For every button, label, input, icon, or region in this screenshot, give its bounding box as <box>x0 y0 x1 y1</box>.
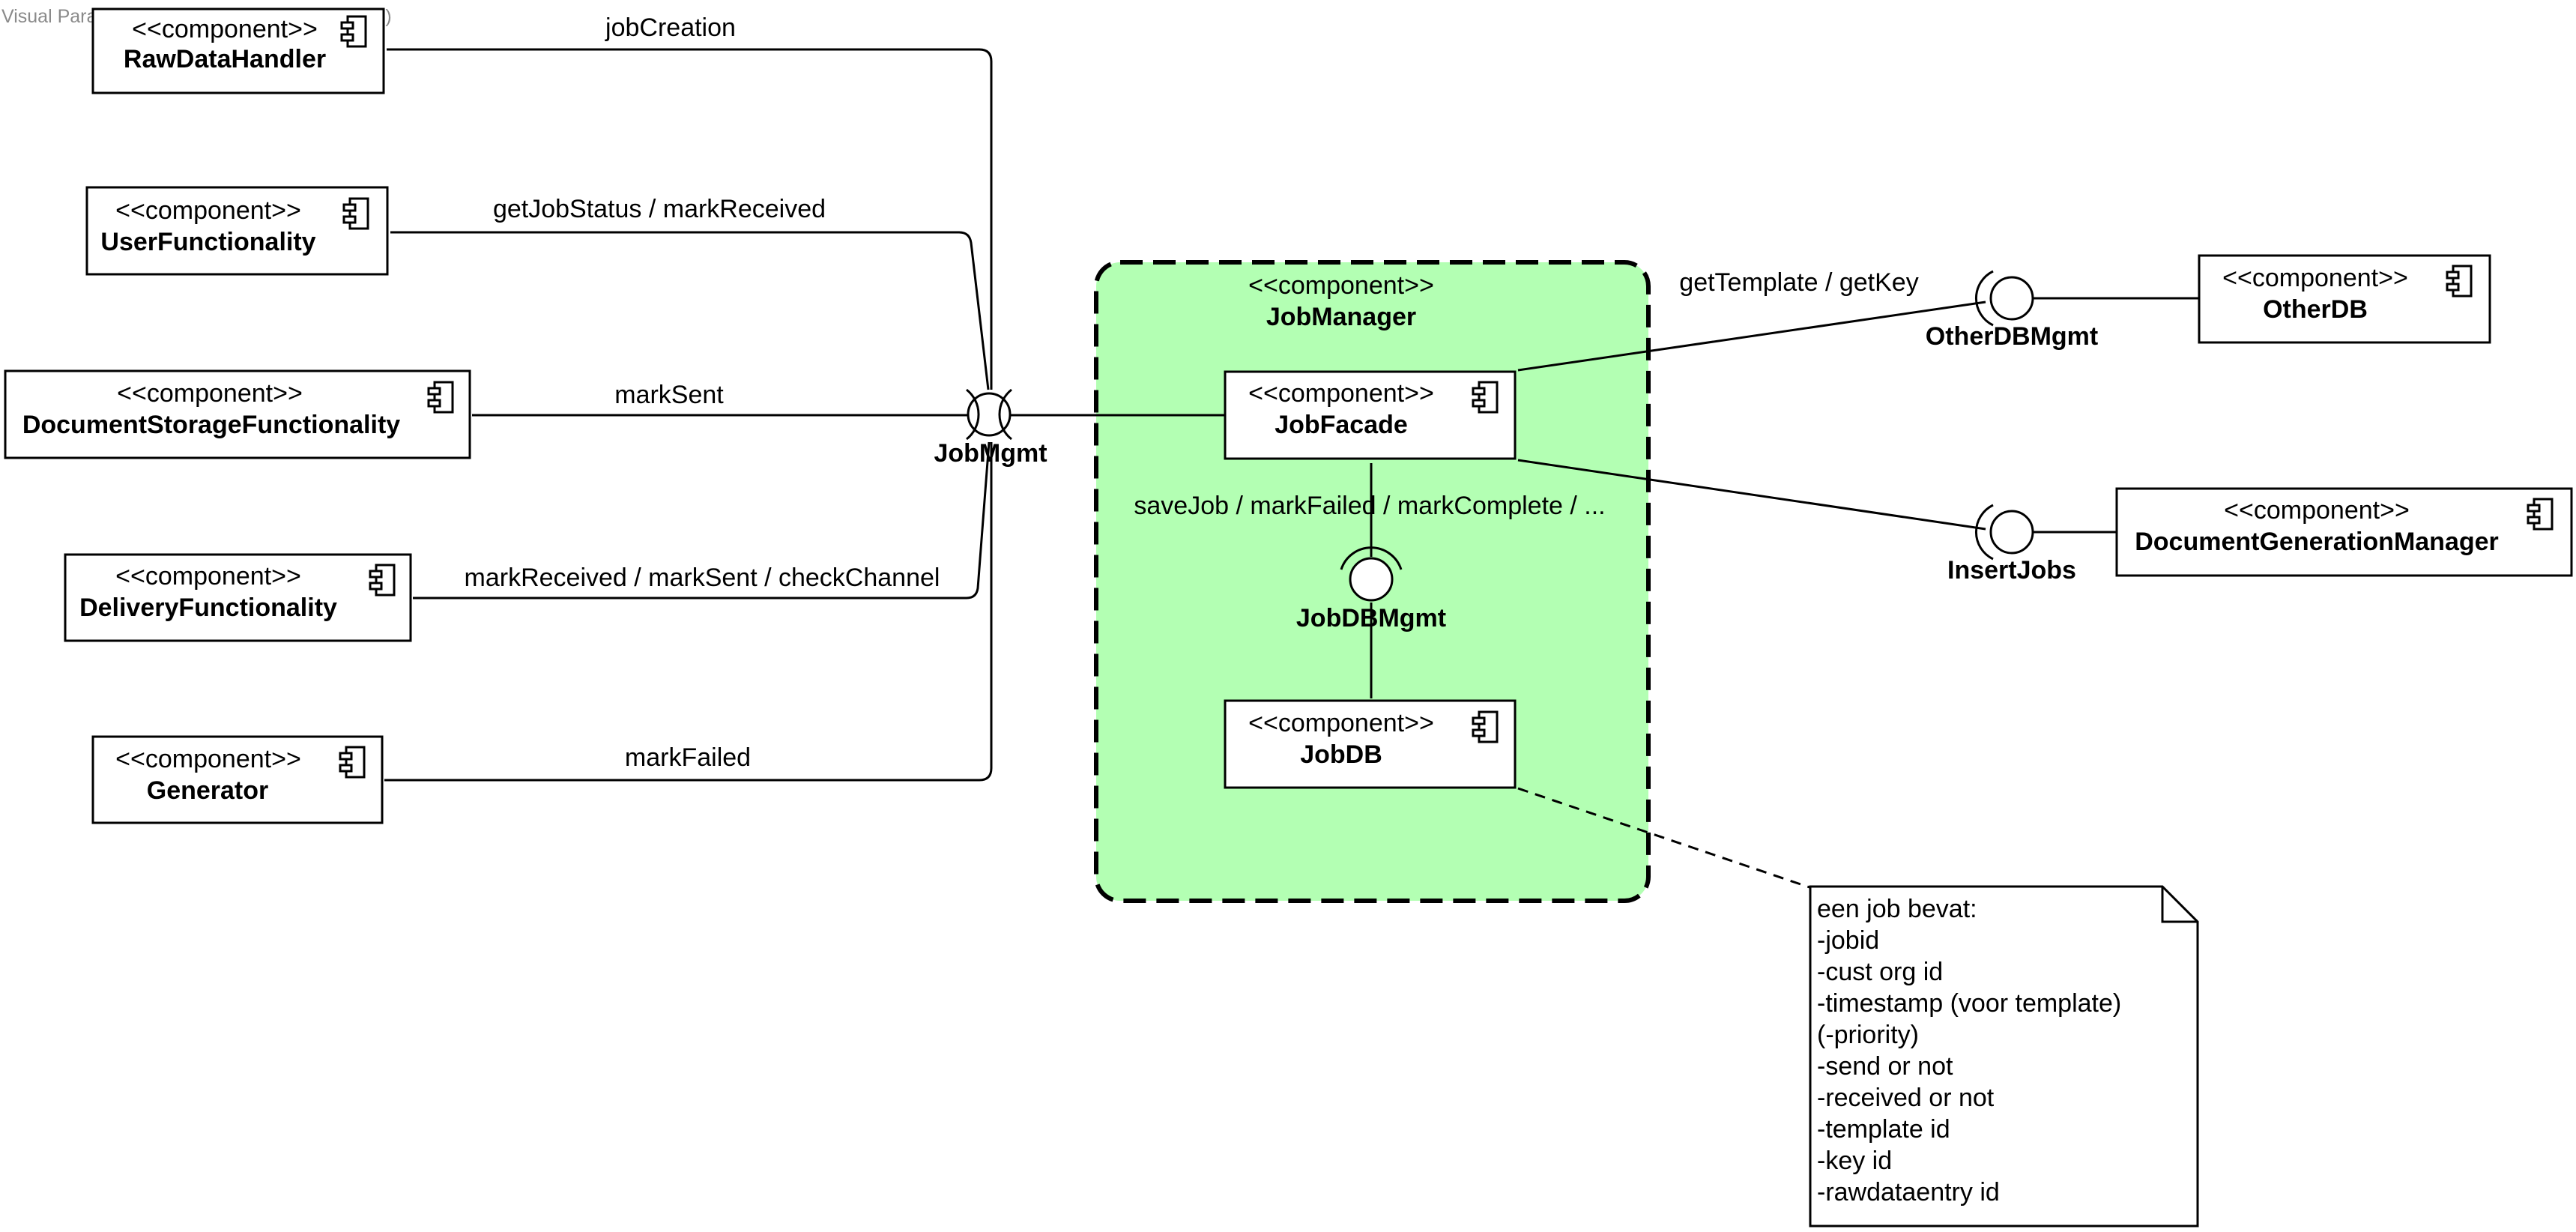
label-mark-received-sent-check: markReceived / markSent / checkChannel <box>465 564 940 592</box>
connector-raw-data-handler <box>387 48 993 390</box>
note-line: een job bevat: <box>1817 895 1977 923</box>
connector-delivery-functionality <box>413 441 991 600</box>
component-stereotype: <<component>> <box>1248 379 1434 408</box>
note[interactable]: een job bevat: -jobid -cust org id -time… <box>1809 885 2199 1228</box>
label-get-job-status: getJobStatus / markReceived <box>493 195 826 223</box>
component-name: DeliveryFunctionality <box>79 594 337 622</box>
note-line: -rawdataentry id <box>1817 1178 2000 1207</box>
component-stereotype: <<component>> <box>2224 496 2410 525</box>
note-line: -send or not <box>1817 1052 1953 1081</box>
interface-otherdbmgmt-label: OtherDBMgmt <box>1926 322 2098 351</box>
note-line: -received or not <box>1817 1084 1995 1112</box>
label-job-creation: jobCreation <box>605 13 736 42</box>
component-name: JobDB <box>1300 740 1382 769</box>
job-manager-name: JobManager <box>1266 303 1416 331</box>
component-stereotype: <<component>> <box>132 15 318 43</box>
component-name: JobFacade <box>1275 411 1408 439</box>
connector-user-functionality <box>390 231 990 390</box>
connector-generator <box>384 442 993 782</box>
component-name: UserFunctionality <box>100 228 315 256</box>
component-delivery-functionality[interactable]: <<component>> DeliveryFunctionality <box>64 553 412 642</box>
note-line: (-priority) <box>1817 1021 1919 1049</box>
interface-jobdbmgmt[interactable]: JobDBMgmt <box>1296 546 1446 632</box>
interface-insertjobs[interactable]: InsertJobs <box>1947 504 2076 585</box>
interface-jobmgmt-label: JobMgmt <box>934 439 1047 468</box>
component-job-db[interactable]: <<component>> JobDB <box>1224 699 1517 789</box>
note-anchor-line <box>1517 787 1810 889</box>
note-line: -cust org id <box>1817 958 1943 986</box>
label-get-template: getTemplate / getKey <box>1679 268 1918 297</box>
component-document-generation-manager[interactable]: <<component>> DocumentGenerationManager <box>2115 487 2573 577</box>
note-line: -timestamp (voor template) <box>1817 989 2121 1018</box>
component-job-facade[interactable]: <<component>> JobFacade <box>1224 370 1517 460</box>
component-stereotype: <<component>> <box>115 745 301 773</box>
component-generator[interactable]: <<component>> Generator <box>91 735 384 824</box>
interface-otherdbmgmt[interactable]: OtherDBMgmt <box>1926 270 2098 351</box>
note-line: -jobid <box>1817 926 1879 955</box>
component-name: DocumentGenerationManager <box>2135 528 2499 556</box>
component-stereotype: <<component>> <box>117 379 303 408</box>
component-document-storage-functionality[interactable]: <<component>> DocumentStorageFunctionali… <box>4 369 471 459</box>
component-raw-data-handler[interactable]: <<component>> RawDataHandler <box>91 7 385 94</box>
component-stereotype: <<component>> <box>1248 709 1434 737</box>
component-stereotype: <<component>> <box>115 196 301 225</box>
connectors <box>384 48 2199 889</box>
label-mark-sent: markSent <box>614 381 724 409</box>
component-stereotype: <<component>> <box>2222 264 2408 292</box>
component-other-db[interactable]: <<component>> OtherDB <box>2198 254 2491 344</box>
component-name: OtherDB <box>2263 295 2368 324</box>
label-mark-failed: markFailed <box>625 743 751 772</box>
job-manager-stereotype: <<component>> <box>1248 271 1434 300</box>
component-name: DocumentStorageFunctionality <box>22 411 400 439</box>
component-name: RawDataHandler <box>124 45 326 73</box>
note-line: -template id <box>1817 1115 1950 1144</box>
connector-job-facade-otherdbmgmt <box>1517 301 1986 372</box>
interface-insertjobs-label: InsertJobs <box>1947 556 2076 585</box>
note-line: -key id <box>1817 1147 1892 1175</box>
component-user-functionality[interactable]: <<component>> UserFunctionality <box>85 186 389 276</box>
label-save-job: saveJob / markFailed / markComplete / ..… <box>1134 492 1605 520</box>
interface-jobdbmgmt-label: JobDBMgmt <box>1296 604 1446 632</box>
component-name: Generator <box>147 776 269 805</box>
component-stereotype: <<component>> <box>115 562 301 591</box>
connector-job-facade-insertjobs <box>1517 459 1986 531</box>
interface-jobmgmt[interactable]: JobMgmt <box>934 388 1047 468</box>
